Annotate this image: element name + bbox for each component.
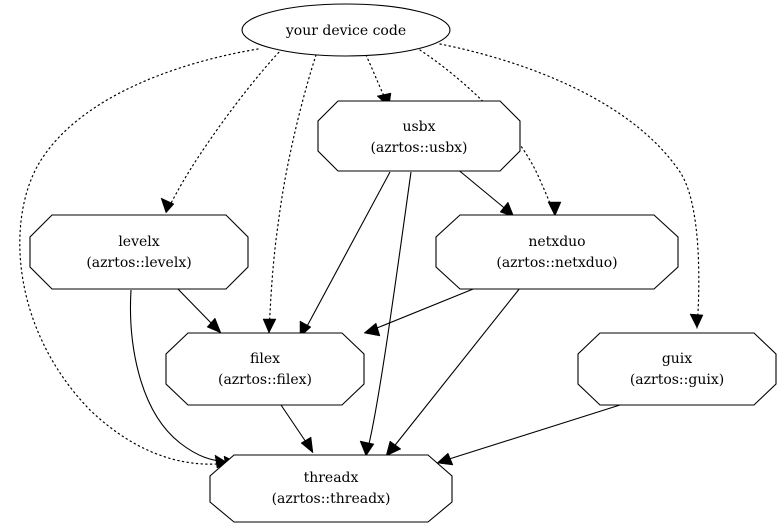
edge-device-usbx — [365, 54, 392, 108]
edge-netxduo-filex — [363, 282, 489, 337]
node-netxduo[interactable]: netxduo (azrtos::netxduo) — [435, 214, 679, 290]
node-label-netxduo-line1: netxduo — [528, 234, 585, 250]
edge-usbx-filex — [299, 171, 391, 338]
edges-layer — [19, 43, 704, 470]
edge-device-levelx — [160, 48, 283, 214]
node-label-guix-line2: (azrtos::guix) — [630, 372, 724, 388]
node-shape-octagon — [577, 332, 777, 406]
node-label-levelx-line1: levelx — [118, 234, 159, 250]
node-label-usbx-line1: usbx — [402, 119, 435, 135]
edge-netxduo-threadx — [385, 287, 521, 457]
edge-device-guix — [439, 43, 704, 329]
edge-device-netxduo — [419, 49, 562, 217]
edge-usbx-threadx — [359, 171, 412, 457]
node-label-netxduo-line2: (azrtos::netxduo) — [496, 255, 617, 271]
edge-guix-threadx — [436, 404, 621, 466]
node-label-filex-line2: (azrtos::filex) — [218, 372, 312, 388]
node-levelx[interactable]: levelx (azrtos::levelx) — [29, 214, 249, 290]
node-guix[interactable]: guix (azrtos::guix) — [577, 332, 777, 406]
nodes-layer: your device code usbx (azrtos::usbx) lev… — [29, 3, 777, 523]
edge-filex-threadx — [280, 404, 314, 454]
node-shape-octagon — [209, 454, 453, 523]
node-label-usbx-line2: (azrtos::usbx) — [370, 140, 467, 156]
node-threadx[interactable]: threadx (azrtos::threadx) — [209, 454, 453, 523]
node-shape-ellipse — [241, 3, 451, 57]
edge-usbx-netxduo — [455, 167, 515, 218]
node-label-guix-line1: guix — [662, 351, 692, 367]
node-shape-octagon — [317, 100, 521, 172]
node-usbx[interactable]: usbx (azrtos::usbx) — [317, 100, 521, 172]
edge-levelx-filex — [174, 285, 222, 334]
node-label-levelx-line2: (azrtos::levelx) — [86, 255, 191, 271]
node-label-filex-line1: filex — [250, 351, 280, 367]
node-label-device-line1: your device code — [285, 23, 406, 39]
edge-device-filex — [262, 54, 317, 334]
node-filex[interactable]: filex (azrtos::filex) — [165, 332, 365, 406]
node-label-threadx-line2: (azrtos::threadx) — [272, 491, 391, 507]
node-your-device-code[interactable]: your device code — [241, 3, 451, 57]
node-shape-octagon — [435, 214, 679, 290]
node-shape-octagon — [165, 332, 365, 406]
node-shape-octagon — [29, 214, 249, 290]
node-label-threadx-line1: threadx — [304, 470, 359, 486]
